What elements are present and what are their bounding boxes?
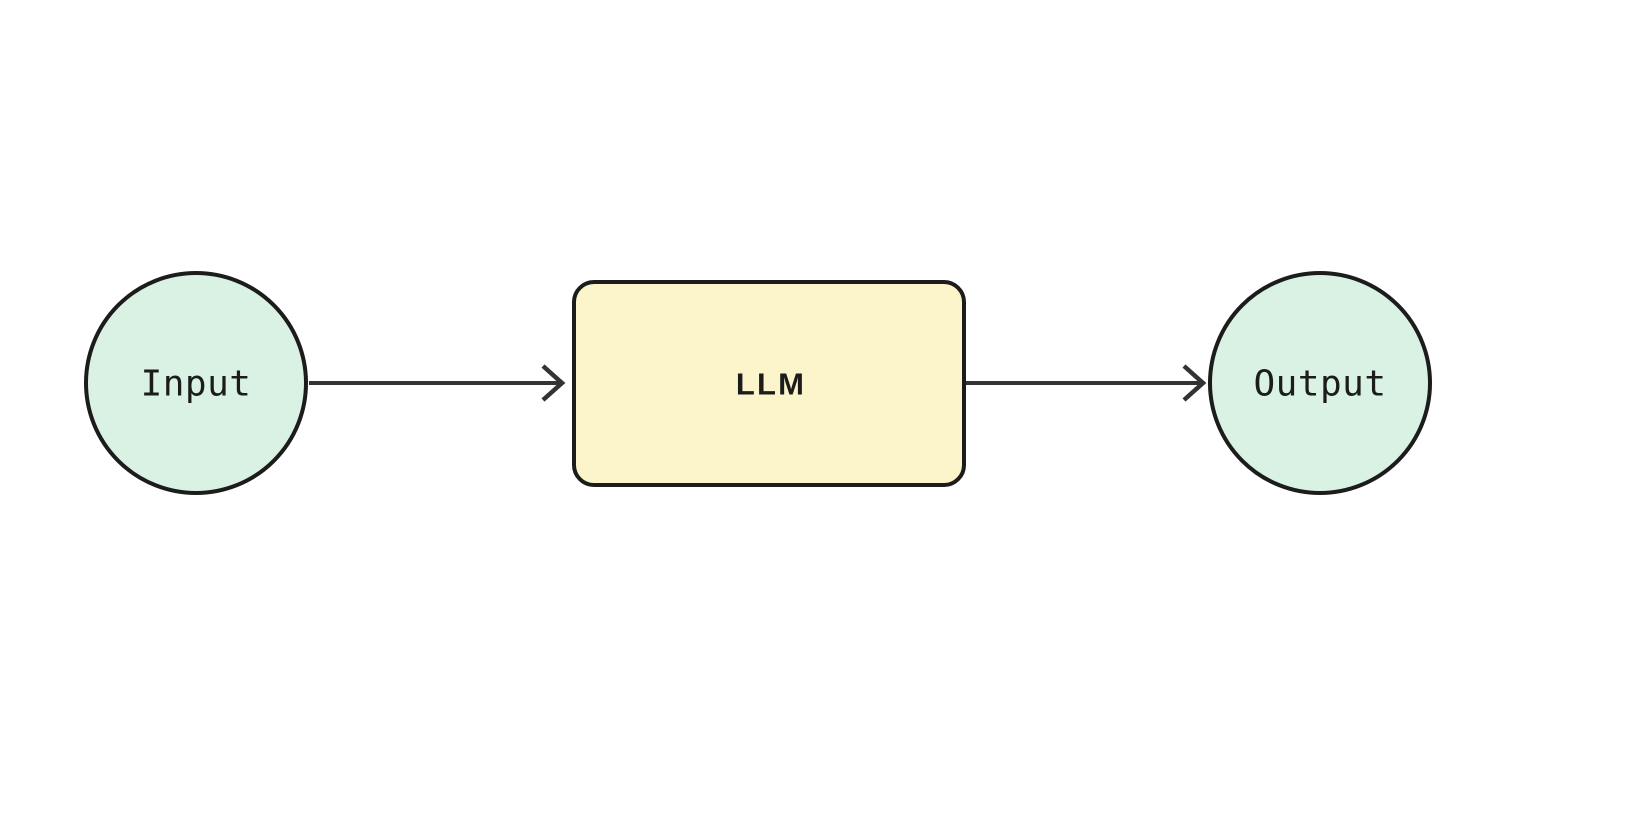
node-output[interactable]: Output: [1208, 271, 1432, 495]
node-llm-rect: [572, 280, 966, 487]
node-llm-label: LLM: [736, 367, 806, 402]
node-input[interactable]: Input: [84, 271, 308, 495]
edge-llm-to-output-arrowhead: [1182, 364, 1207, 402]
node-input-label: Input: [141, 364, 252, 405]
node-input-circle: [84, 271, 308, 495]
node-output-label: Output: [1253, 364, 1386, 405]
node-llm[interactable]: LLM: [572, 280, 966, 487]
edge-llm-to-output[interactable]: [966, 364, 1207, 402]
edge-input-to-llm[interactable]: [309, 364, 566, 402]
node-output-circle: [1208, 271, 1432, 495]
edge-input-to-llm-arrowhead: [541, 364, 566, 402]
